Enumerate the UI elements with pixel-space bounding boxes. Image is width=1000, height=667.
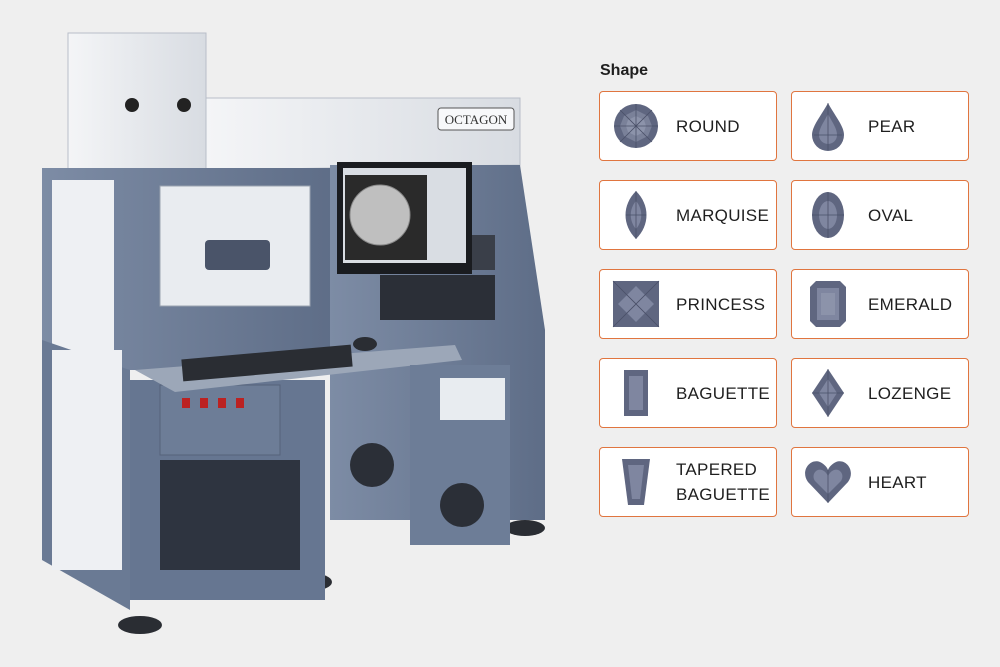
shape-label: MARQUISE — [676, 205, 770, 225]
brand-label: OCTAGON — [445, 112, 508, 127]
shape-section-title: Shape — [600, 62, 649, 79]
oval-gem-icon — [812, 192, 844, 238]
tapered-baguette-gem-icon — [622, 459, 650, 505]
shape-option-heart[interactable]: HEART — [791, 447, 969, 517]
shape-option-lozenge[interactable]: LOZENGE — [791, 358, 969, 428]
shape-label: OVAL — [868, 205, 914, 225]
shape-label: ROUND — [676, 116, 740, 136]
shape-label: BAGUETTE — [676, 383, 771, 403]
round-gem-icon — [614, 104, 658, 148]
baguette-gem-icon — [624, 370, 648, 416]
shape-label: EMERALD — [868, 294, 953, 314]
emerald-gem-icon — [810, 281, 846, 327]
shape-option-princess[interactable]: PRINCESS — [599, 269, 777, 339]
shape-label: HEART — [868, 472, 927, 492]
pear-gem-icon — [812, 103, 844, 151]
princess-gem-icon — [612, 280, 660, 328]
shape-option-marquise[interactable]: MARQUISE — [599, 180, 777, 250]
shape-option-oval[interactable]: OVAL — [791, 180, 969, 250]
shape-option-emerald[interactable]: EMERALD — [791, 269, 969, 339]
laser-machine-image: OCTAGON — [42, 32, 545, 634]
shape-label: LOZENGE — [868, 383, 952, 403]
heart-gem-icon — [805, 461, 851, 503]
shape-option-baguette[interactable]: BAGUETTE — [599, 358, 777, 428]
lozenge-gem-icon — [812, 369, 844, 417]
marquise-gem-icon — [625, 191, 647, 239]
shape-label: PEAR — [868, 116, 916, 136]
shape-option-round[interactable]: ROUND — [599, 91, 777, 161]
shape-option-pear[interactable]: PEAR — [791, 91, 969, 161]
shape-label: PRINCESS — [676, 294, 766, 314]
